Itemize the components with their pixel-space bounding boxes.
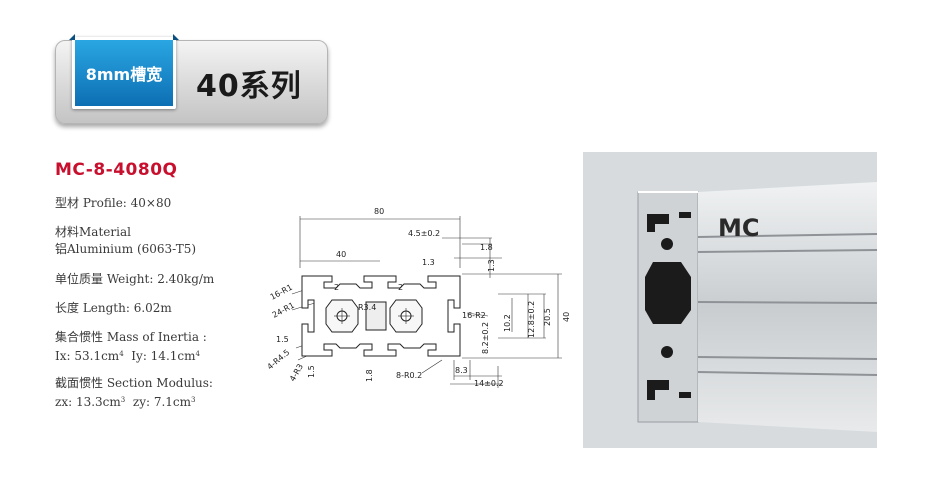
dim-half-width: 40 — [336, 250, 346, 259]
dim-1-8-bottom: 1.8 — [365, 369, 374, 382]
dim-2-b: 2 — [398, 283, 403, 292]
slot-width-label: 8mm槽宽 — [85, 65, 163, 84]
dim-4-r3: 4-R3 — [288, 362, 305, 383]
weight-text: 单位质量 Weight: 2.40kg/m — [55, 272, 215, 286]
dim-24-r1: 24-R1 — [271, 301, 296, 320]
dim-10-2: 10.2 — [503, 314, 512, 332]
profile-text: 型材 Profile: 40×80 — [55, 196, 172, 210]
series-banner: 8mm槽宽 40系列 — [55, 34, 328, 124]
product-photo: MC — [583, 152, 878, 448]
dim-16-r2: 16-R2 — [462, 311, 486, 320]
material-label: 材料Material — [55, 225, 131, 239]
spec-modulus: 截面惯性 Section Modulus: zx: 13.3cm3 zy: 7.… — [55, 375, 213, 411]
dim-slot-opening: 4.5±0.2 — [408, 229, 440, 238]
material-value: 铝Aluminium (6063-T5) — [55, 242, 197, 256]
spec-length: 长度 Length: 6.02m — [55, 300, 172, 317]
spec-material: 材料Material 铝Aluminium (6063-T5) — [55, 224, 196, 258]
dim-1-8-top: 1.8 — [480, 243, 493, 252]
length-text: 长度 Length: 6.02m — [55, 301, 172, 315]
inertia-label: 集合惯性 Mass of Inertia : — [55, 330, 207, 344]
dim-height: 40 — [562, 312, 571, 322]
spec-weight: 单位质量 Weight: 2.40kg/m — [55, 271, 214, 288]
series-title: 40系列 — [196, 69, 302, 104]
dim-12-8: 12.8±0.2 — [527, 301, 536, 338]
dim-8-r0-2: 8-R0.2 — [396, 371, 422, 380]
dim-r3-4: R3.4 — [358, 303, 376, 312]
model-number: MC-8-4080Q — [55, 160, 178, 180]
dim-1-5-b: 1.5 — [307, 365, 316, 378]
dim-8-3: 8.3 — [455, 366, 468, 375]
spec-inertia: 集合惯性 Mass of Inertia : Ix: 53.1cm4 Iy: 1… — [55, 329, 207, 365]
dim-4-r4-5: 4-R4.5 — [266, 348, 292, 372]
dim-1-3-a: 1.3 — [422, 258, 435, 267]
dim-8-2: 8.2±0.2 — [481, 322, 490, 354]
modulus-values: zx: 13.3cm3 zy: 7.1cm3 — [55, 395, 196, 409]
dim-2-a: 2 — [334, 283, 339, 292]
dim-20-5: 20.5 — [543, 308, 552, 326]
photo-brand-label: MC — [718, 214, 760, 242]
slot-width-badge: 8mm槽宽 — [69, 34, 179, 109]
spec-profile: 型材 Profile: 40×80 — [55, 195, 171, 212]
dim-16-r1: 16-R1 — [269, 283, 294, 302]
dim-width: 80 — [374, 207, 384, 216]
profile-cross-section-drawing: 80 40 4.5±0.2 1.8 1.3 1.3 16-R1 24-R1 R3… — [266, 207, 571, 388]
dim-1-3-b: 1.3 — [487, 259, 496, 272]
inertia-values: Ix: 53.1cm4 Iy: 14.1cm4 — [55, 349, 200, 363]
dim-1-5-a: 1.5 — [276, 335, 289, 344]
dim-14: 14±0.2 — [474, 379, 504, 388]
modulus-label: 截面惯性 Section Modulus: — [55, 376, 213, 390]
